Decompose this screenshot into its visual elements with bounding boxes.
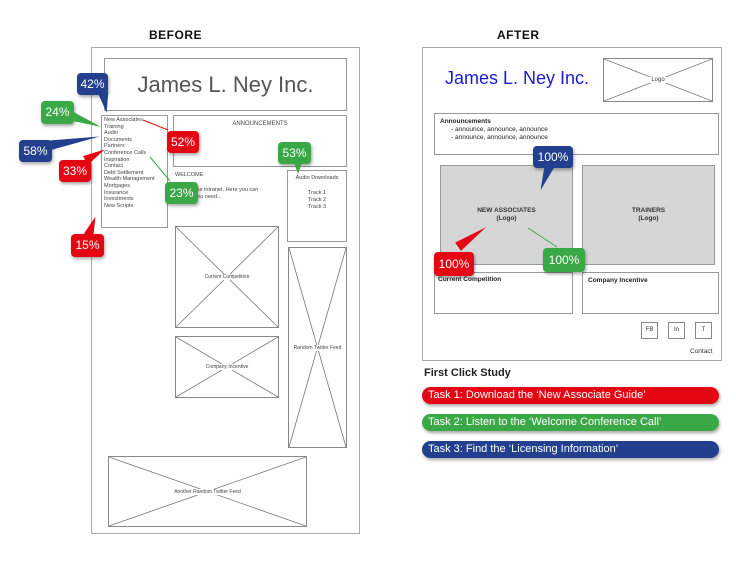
before-announcements-title: ANNOUNCEMENTS <box>232 121 288 127</box>
announce-line-2: - announce, announce, announce <box>451 134 548 141</box>
linkedin-button[interactable]: In <box>668 322 685 339</box>
after-announcements-title: Announcements <box>440 118 491 125</box>
track-2[interactable]: Track 2 <box>307 197 327 203</box>
company-incentive-label: Company Incentive <box>203 364 251 370</box>
before-header: James L. Ney Inc. <box>104 58 347 111</box>
badge-53-tail <box>293 160 303 174</box>
badge-100-red: 100% <box>434 252 474 276</box>
before-welcome: WELCOME e to our intranet. Here you can … <box>173 170 283 218</box>
badge-23-percent: 23% <box>165 182 198 204</box>
nav-item-documents[interactable]: Documents <box>104 136 132 143</box>
badge-100-green: 100% <box>543 248 585 272</box>
before-audio-downloads: Audio Downloads Track 1 Track 2 Track 3 <box>287 170 347 242</box>
track-3[interactable]: Track 3 <box>307 204 327 210</box>
before-another-twitter-feed: Another Random Twitter Feed <box>108 456 307 527</box>
nav-item-new-scripts[interactable]: New Scripts <box>104 202 134 209</box>
before-company-incentive: Company Incentive <box>175 336 279 398</box>
task-3: Task 3: Find the ‘Licensing Information’ <box>422 441 719 458</box>
nav-item-inspiration[interactable]: Inspiration <box>104 156 130 163</box>
nav-item-audio[interactable]: Audio <box>104 130 119 137</box>
after-company-incentive: Company Incentive <box>582 272 719 314</box>
before-company-name: James L. Ney Inc. <box>137 72 314 97</box>
contact-link[interactable]: Contact <box>690 348 713 355</box>
twitter-button[interactable]: T <box>695 322 712 339</box>
after-announcements: Announcements - announce, announce, anno… <box>434 113 719 155</box>
current-competition-label: Current Competition <box>202 274 252 280</box>
before-nav-menu: New Associates Training Audio Documents … <box>101 115 168 228</box>
before-announcements: ANNOUNCEMENTS <box>173 115 347 167</box>
badge-24-percent: 24% <box>41 101 74 124</box>
after-company-name: James L. Ney Inc. <box>445 68 589 89</box>
nav-item-wealth-management[interactable]: Wealth Management <box>104 176 155 183</box>
before-current-competition: Current Competition <box>175 226 279 328</box>
before-heading: BEFORE <box>149 28 203 42</box>
nav-item-conference-calls[interactable]: Conference Calls <box>104 149 147 156</box>
study-title: First Click Study <box>424 367 511 379</box>
before-random-twitter-feed: Random Twitter Feed <box>288 247 347 448</box>
task-2: Task 2: Listen to the ‘Welcome Conferenc… <box>422 414 719 431</box>
track-1[interactable]: Track 1 <box>307 190 327 196</box>
welcome-text-1: e to our intranet. Here you can <box>184 187 259 193</box>
trainers-title: TRAINERS <box>631 207 666 214</box>
after-current-competition: Current Competition <box>434 272 573 314</box>
trainers-sub: (Logo) <box>638 215 659 222</box>
nav-item-investments[interactable]: Investments <box>104 196 134 203</box>
logo-label: Logo <box>648 77 668 83</box>
task-1: Task 1: Download the ‘New Associate Guid… <box>422 387 719 404</box>
badge-100-blue: 100% <box>533 146 573 168</box>
after-current-competition-label: Current Competition <box>438 276 502 283</box>
new-associates-sub: (Logo) <box>496 215 517 222</box>
nav-item-debt-settlement[interactable]: Debt Settlement <box>104 169 144 176</box>
audio-title: Audio Downloads <box>295 175 339 181</box>
random-twitter-label: Random Twitter Feed <box>291 344 344 351</box>
badge-52-percent: 52% <box>167 131 199 153</box>
badge-33-percent: 33% <box>59 160 91 182</box>
nav-item-training[interactable]: Training <box>104 123 124 130</box>
trainers-tile[interactable]: TRAINERS (Logo) <box>582 165 715 265</box>
after-company-text: James L. Ney Inc. <box>445 68 590 88</box>
after-logo: Logo <box>603 58 713 102</box>
nav-item-new-associates[interactable]: New Associates <box>104 117 143 123</box>
after-company-incentive-label: Company Incentive <box>588 277 648 284</box>
after-heading: AFTER <box>497 28 540 42</box>
welcome-title: WELCOME <box>175 172 204 178</box>
welcome-text-2: info you need... <box>184 194 222 200</box>
nav-item-contact[interactable]: Contact <box>104 163 123 170</box>
announce-line-1: - announce, announce, announce <box>451 126 548 133</box>
nav-item-partners[interactable]: Partners <box>104 143 125 150</box>
badge-15-percent: 15% <box>71 234 104 257</box>
nav-list: New Associates Training Audio Documents … <box>104 117 155 209</box>
badge-58-percent: 58% <box>19 140 52 162</box>
nav-item-insurance[interactable]: Insurance <box>104 189 129 196</box>
facebook-button[interactable]: FB <box>641 322 658 339</box>
new-associates-title: NEW ASSOCIATES <box>477 207 536 214</box>
badge-53-percent: 53% <box>278 142 311 164</box>
another-twitter-label: Another Random Twitter Feed <box>172 488 243 495</box>
nav-item-mortgages[interactable]: Mortgages <box>104 182 130 189</box>
badge-42-percent: 42% <box>77 73 108 95</box>
